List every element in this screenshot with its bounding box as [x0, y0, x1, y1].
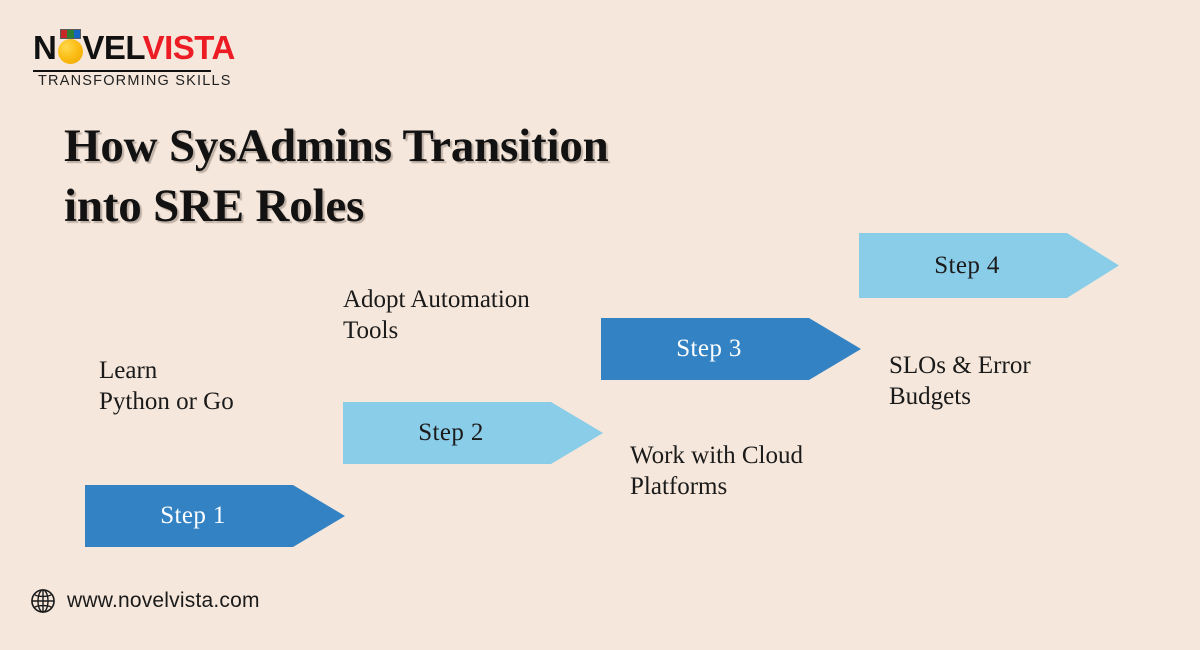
step-caption-2: Adopt Automation Tools — [343, 286, 530, 344]
logo-divider — [33, 70, 211, 72]
color-bars-icon — [60, 29, 81, 39]
footer: www.novelvista.com — [30, 588, 260, 614]
step-arrow-2[interactable]: Step 2 — [343, 402, 603, 464]
step-arrow-2-label: Step 2 — [418, 419, 484, 446]
logo-text-vista: VISTA — [142, 29, 236, 66]
page-title: How SysAdmins Transition into SRE Roles — [64, 116, 764, 236]
step-caption-4: SLOs & Error Budgets — [889, 352, 1031, 410]
step-arrow-3-label: Step 3 — [676, 335, 742, 362]
novelvista-logo: N VELVISTA TRANSFORMING SKILLS — [33, 28, 243, 90]
step-arrow-4[interactable]: Step 4 — [859, 233, 1119, 298]
globe-icon — [31, 589, 55, 613]
logo-text-novel-n: N — [33, 29, 57, 66]
step-caption-1: Learn Python or Go — [99, 357, 234, 415]
step-arrow-3[interactable]: Step 3 — [601, 318, 861, 380]
logo-wordmark: N VELVISTA — [33, 28, 243, 68]
page-title-line-1: How SysAdmins Transition — [64, 120, 609, 172]
step-arrow-1[interactable]: Step 1 — [85, 485, 345, 547]
page-title-line-2: into SRE Roles — [64, 180, 365, 232]
step-arrow-4-label: Step 4 — [934, 251, 1000, 279]
step-caption-3: Work with Cloud Platforms — [630, 442, 803, 500]
logo-tagline: TRANSFORMING SKILLS — [38, 73, 232, 89]
orange-sphere-icon — [58, 39, 83, 64]
footer-website-url[interactable]: www.novelvista.com — [67, 589, 260, 612]
step-arrow-1-label: Step 1 — [160, 502, 226, 529]
logo-text-novel-rest: VEL — [82, 29, 143, 66]
